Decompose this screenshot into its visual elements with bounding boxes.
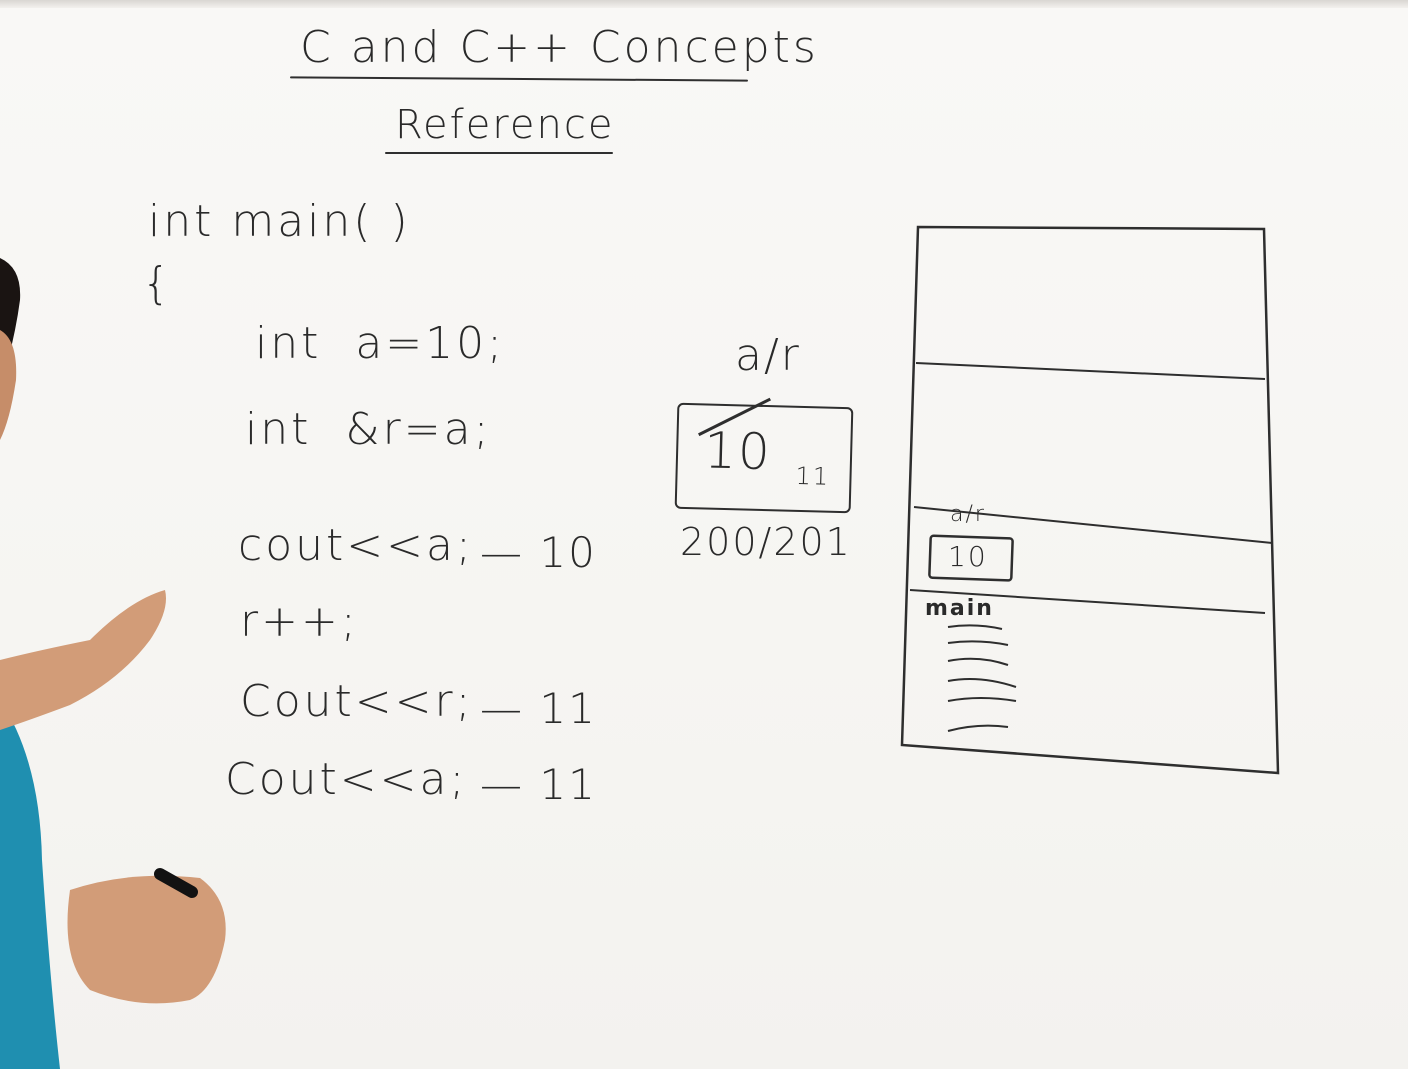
code-scribble-5 [947,697,1017,702]
memory-cell-label: a/r [735,330,801,381]
stack-outline [900,225,1280,775]
code-scribble-4 [947,678,1017,688]
marker-icon [154,868,198,898]
stack-divider-3 [909,589,1266,614]
subtitle-underline [385,152,613,154]
memory-address: 200/201 [680,520,852,564]
stack-frame-value: 10 [948,540,988,573]
presenter-shirt [0,700,60,1069]
presenter-face [0,330,17,440]
code-line-cout-a-2: Cout<<a; [225,754,468,805]
code-scribble-2 [947,640,1009,646]
code-scribble-6 [947,724,1009,732]
code-line-main: int main( ) [148,196,411,247]
memory-old-value: 10 [703,421,773,482]
presenter-hand-right [67,875,226,1004]
stack-main-label: main [925,596,994,621]
presenter-hand-left [0,590,166,730]
code-line-cout-a: cout<<a; [238,520,474,571]
memory-stack-diagram [900,225,1280,775]
stack-frame-label: a/r [950,502,986,527]
memory-cell: 10 11 [674,397,854,514]
code-line-declare-ref: int &r=a; [245,404,492,455]
code-line-cout-r: Cout<<r; [240,676,474,727]
stack-divider-1 [915,362,1266,380]
output-value-1: — 10 [480,528,597,577]
code-scribble-1 [947,624,1003,630]
stack-divider-2 [913,506,1273,544]
code-scribble-3 [947,657,1009,666]
code-line-brace: { [142,258,173,309]
memory-new-value: 11 [795,461,831,491]
code-line-increment: r++; [240,596,359,647]
whiteboard-frame [0,0,1408,8]
stack-frame-box [928,534,1014,582]
page-subtitle: Reference [395,102,615,148]
page-title: C and C++ Concepts [300,22,819,73]
presenter [0,258,226,1069]
code-line-declare-a: int a=10; [255,318,505,369]
output-value-3: — 11 [480,760,597,809]
output-value-2: — 11 [480,684,597,733]
